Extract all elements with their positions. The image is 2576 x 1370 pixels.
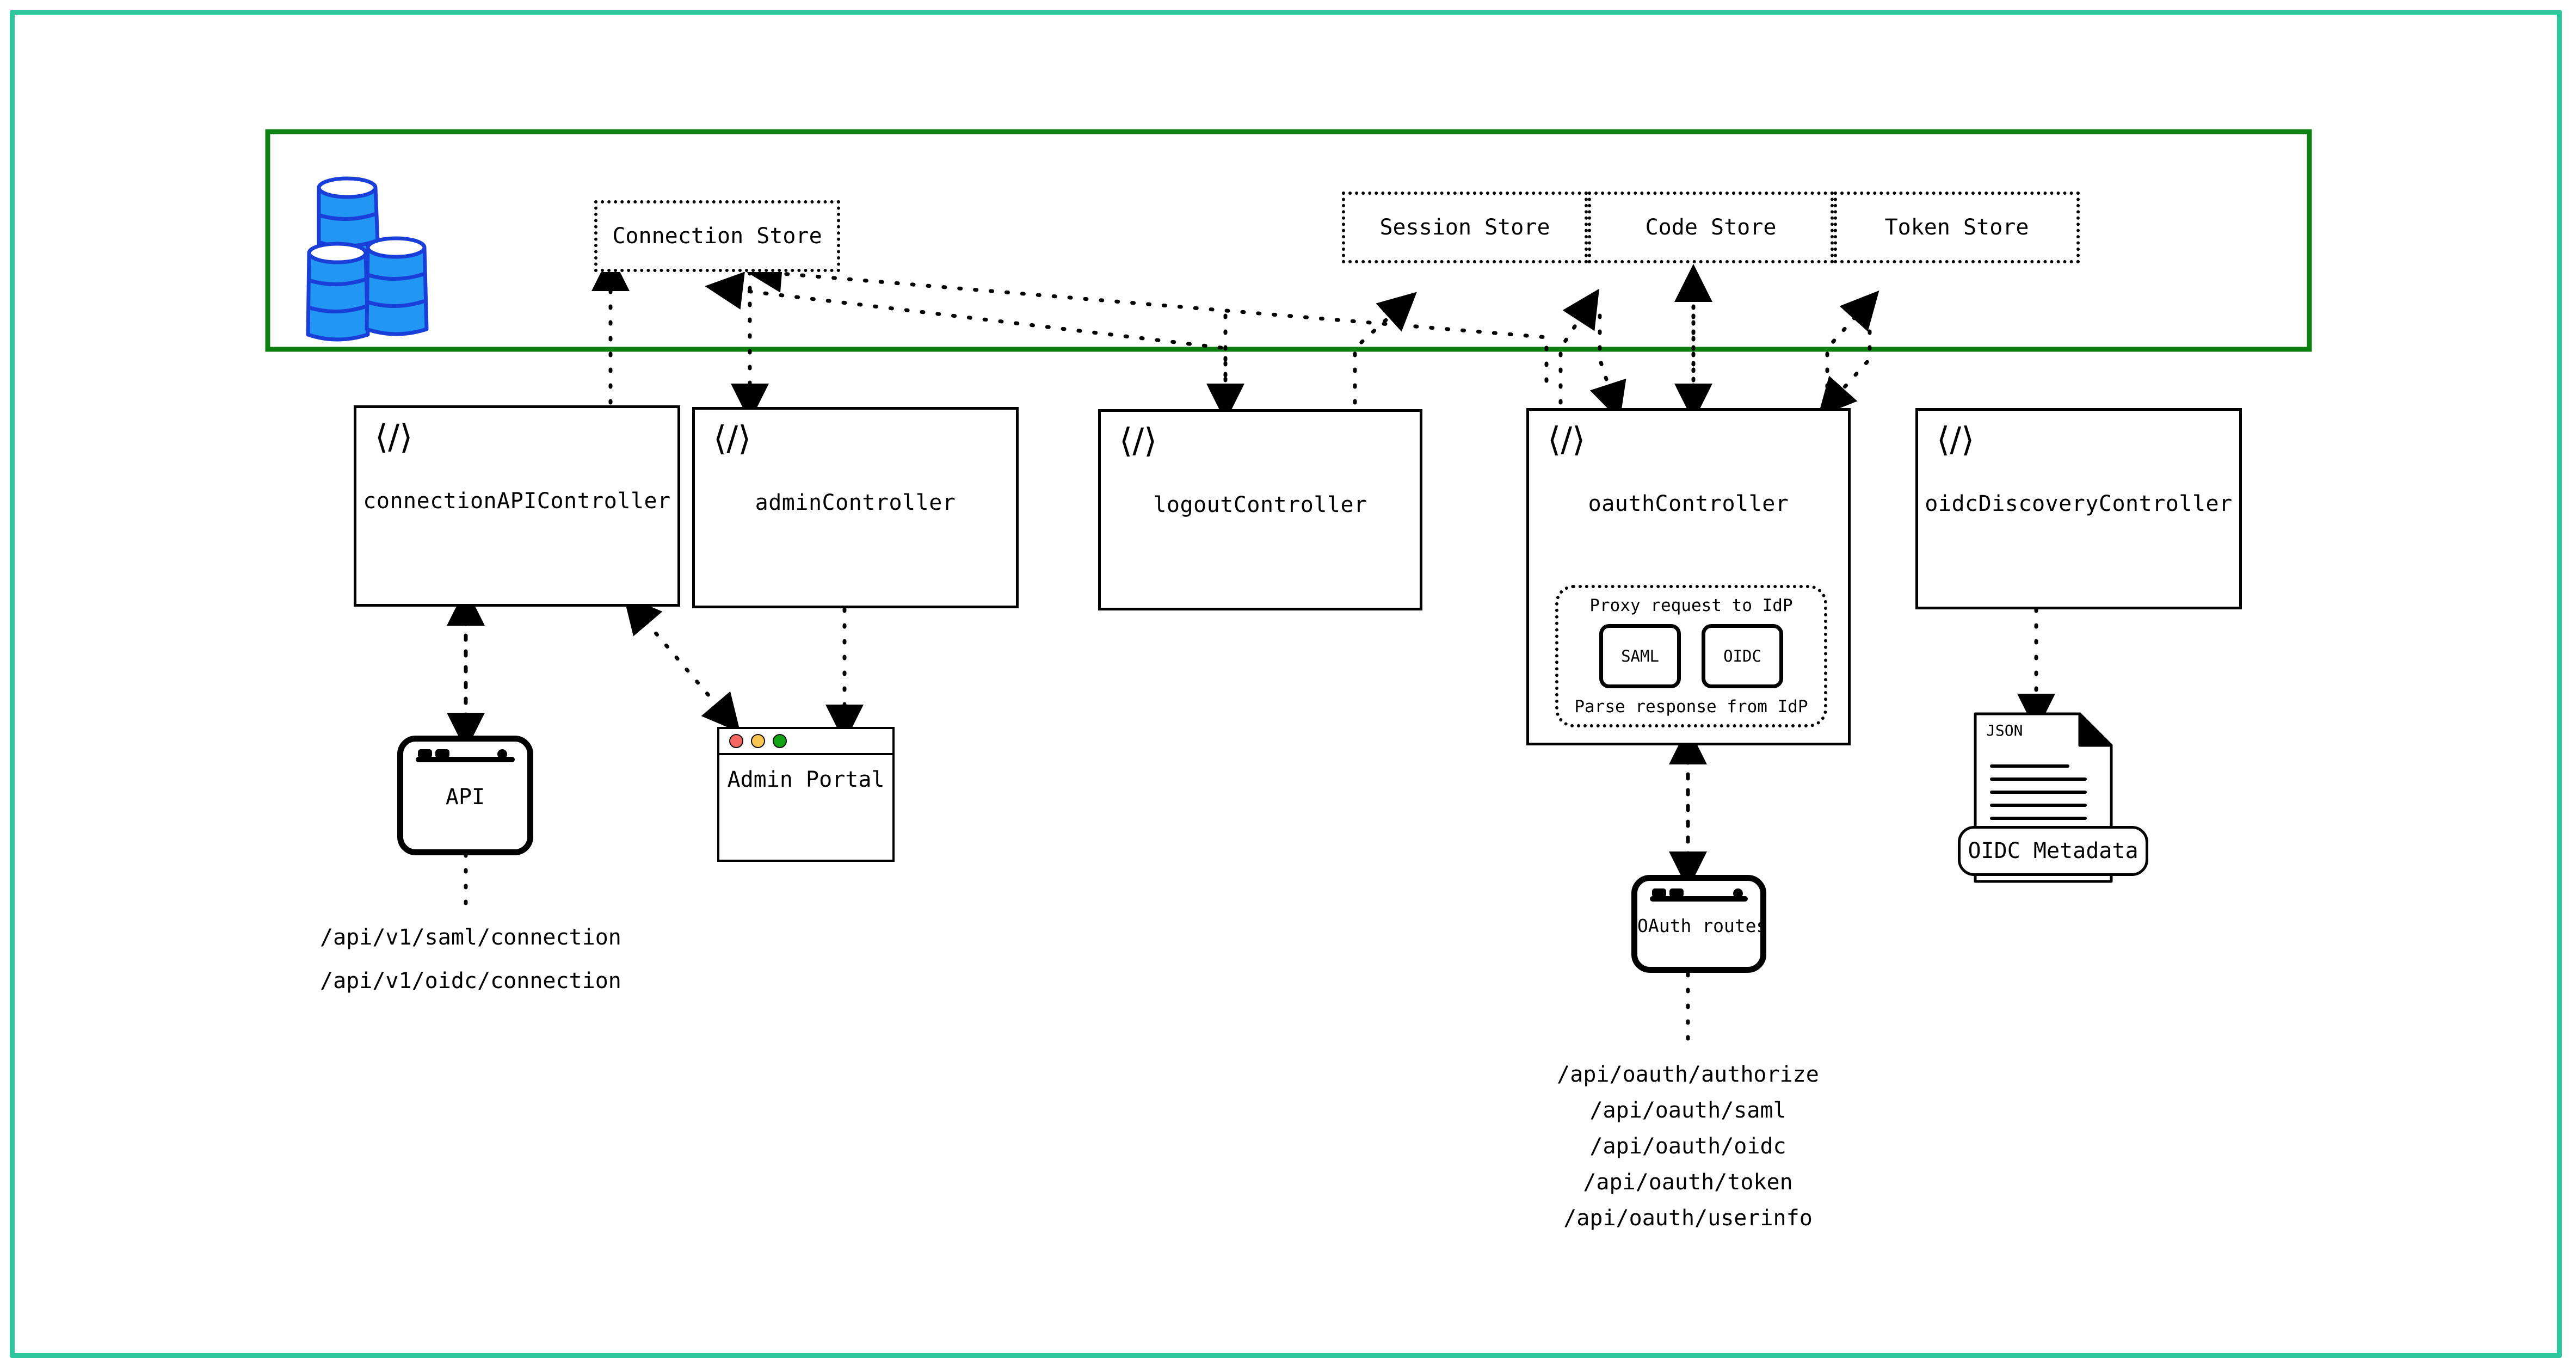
- controller-label: logoutController: [1153, 492, 1367, 517]
- oidc-chip-label: OIDC: [1723, 647, 1761, 665]
- oidc-metadata-label: OIDC Metadata: [1968, 838, 2139, 863]
- oauth-routes-node[interactable]: OAuth routes: [1631, 875, 1767, 973]
- controller-label: oauthController: [1588, 491, 1789, 516]
- window-dot-icon: [435, 749, 450, 758]
- window-dot-icon: [418, 749, 433, 758]
- traffic-light-green-icon: [773, 734, 787, 748]
- endpoint-oauth-authorize: /api/oauth/authorize: [1557, 1062, 1819, 1087]
- store-label: Code Store: [1645, 215, 1777, 240]
- outer-frame-border: [10, 10, 2562, 1358]
- edge-logout-to-sessionstore: [1353, 292, 1417, 405]
- store-label: Session Store: [1379, 215, 1550, 240]
- controller-label: connectionAPIController: [363, 489, 671, 514]
- idp-proxy-group: Proxy request to IdP SAML OIDC Parse res…: [1555, 585, 1827, 727]
- window-dot-icon: [1669, 888, 1684, 898]
- traffic-light-red-icon: [729, 734, 743, 748]
- endpoint-oauth-oidc: /api/oauth/oidc: [1589, 1134, 1786, 1159]
- endpoint-oauth-userinfo: /api/oauth/userinfo: [1563, 1206, 1813, 1231]
- controller-admin[interactable]: ⟨/⟩ adminController: [692, 407, 1019, 608]
- window-dot-icon: [1733, 888, 1743, 899]
- admin-portal-node[interactable]: Admin Portal: [717, 727, 895, 862]
- endpoint-oauth-saml: /api/oauth/saml: [1589, 1098, 1786, 1123]
- traffic-light-yellow-icon: [751, 734, 765, 748]
- code-icon: ⟨/⟩: [713, 418, 751, 458]
- edge-tokenstore-to-oauth: [1817, 313, 1872, 417]
- controller-label: adminController: [755, 490, 956, 515]
- endpoint-oauth-token: /api/oauth/token: [1583, 1170, 1793, 1195]
- oidc-chip[interactable]: OIDC: [1702, 624, 1783, 688]
- controller-connection-api[interactable]: ⟨/⟩ connectionAPIController: [354, 405, 680, 607]
- edge-oauth-to-sessionstore: [1558, 288, 1600, 405]
- oidc-metadata-label-pill[interactable]: OIDC Metadata: [1958, 826, 2148, 876]
- edge-oauth-to-tokenstore: [1825, 290, 1879, 405]
- oauth-routes-label: OAuth routes: [1637, 915, 1767, 937]
- window-address-bar: [1649, 896, 1748, 902]
- controller-oidc-discovery[interactable]: ⟨/⟩ oidcDiscoveryController: [1915, 408, 2242, 609]
- api-node[interactable]: API: [397, 736, 533, 855]
- window-dot-icon: [497, 749, 508, 759]
- saml-chip-label: SAML: [1621, 647, 1659, 665]
- window-dot-icon: [1652, 888, 1667, 898]
- code-icon: ⟨/⟩: [375, 417, 413, 456]
- store-session-store[interactable]: Session Store: [1342, 192, 1588, 263]
- store-code-store[interactable]: Code Store: [1588, 192, 1834, 263]
- idp-top-caption: Proxy request to IdP: [1589, 596, 1793, 615]
- edge-connapi-to-adminportal: [623, 595, 741, 733]
- json-badge-label: JSON: [1986, 721, 2023, 739]
- window-titlebar: [719, 729, 892, 755]
- store-label: Connection Store: [612, 224, 822, 249]
- endpoint-saml-connection: /api/v1/saml/connection: [320, 925, 621, 950]
- datastore-container-border: [265, 129, 2312, 352]
- code-icon: ⟨/⟩: [1937, 419, 1975, 459]
- controller-label: oidcDiscoveryController: [1925, 491, 2233, 516]
- store-connection-store[interactable]: Connection Store: [594, 200, 840, 272]
- code-icon: ⟨/⟩: [1119, 421, 1157, 460]
- store-token-store[interactable]: Token Store: [1834, 192, 2080, 263]
- saml-chip[interactable]: SAML: [1599, 624, 1681, 688]
- admin-portal-label: Admin Portal: [727, 767, 885, 792]
- idp-bottom-caption: Parse response from IdP: [1574, 697, 1808, 717]
- edge-oauth-to-connstore: [744, 255, 1549, 383]
- code-icon: ⟨/⟩: [1548, 419, 1586, 459]
- edge-logout-to-connstore: [705, 271, 1228, 378]
- window-address-bar: [415, 756, 515, 762]
- endpoint-oidc-connection: /api/v1/oidc/connection: [320, 968, 621, 993]
- database-stack-icon: [306, 176, 429, 342]
- api-node-label: API: [445, 785, 485, 810]
- controller-logout[interactable]: ⟨/⟩ logoutController: [1098, 409, 1422, 610]
- store-label: Token Store: [1884, 215, 2029, 240]
- controller-oauth[interactable]: ⟨/⟩ oauthController Proxy request to IdP…: [1526, 408, 1851, 745]
- edge-sessionstore-to-oauth: [1589, 313, 1626, 421]
